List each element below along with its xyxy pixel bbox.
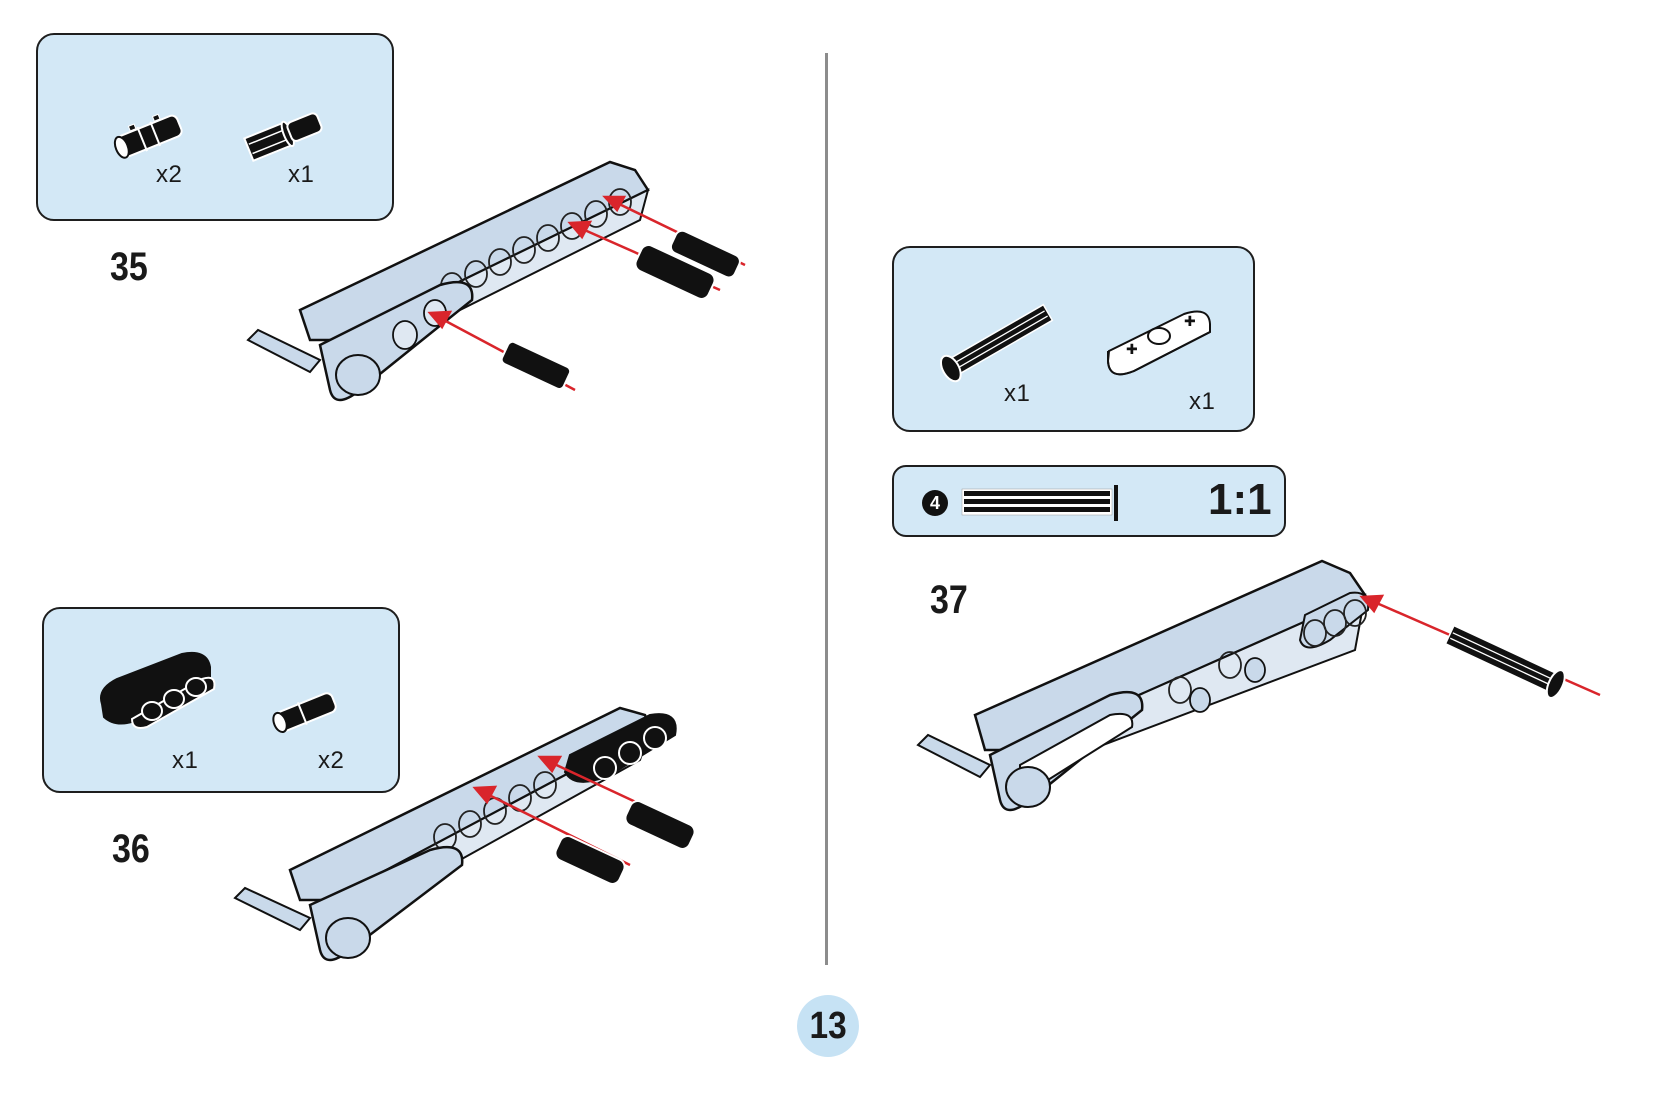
ruler-length-badge: 4 — [922, 490, 948, 516]
pin-icon — [669, 229, 741, 279]
step-36-parts-box: x1 x2 — [42, 607, 400, 793]
double-pin-icon — [113, 113, 183, 159]
beam-3-icon — [100, 651, 216, 729]
step-35-parts-box: x2 x1 — [36, 33, 394, 221]
insert-arrow-icon — [1359, 594, 1601, 697]
part-quantity: x2 — [156, 161, 183, 188]
long-beam-icon — [298, 160, 650, 352]
beam-3-icon — [563, 713, 677, 783]
step-37-assembly — [916, 559, 1601, 812]
svg-text:✚: ✚ — [1126, 341, 1138, 357]
page-divider — [825, 53, 828, 965]
step-number: 35 — [110, 245, 148, 289]
page-number: 13 — [809, 1004, 847, 1047]
step-36-assembly — [233, 706, 696, 962]
part-quantity: x1 — [288, 161, 315, 188]
part-quantity: x2 — [318, 747, 345, 774]
short-beam-icon — [988, 690, 1144, 812]
long-beam-icon — [288, 706, 652, 912]
pin-icon — [624, 800, 696, 850]
svg-text:✚: ✚ — [1184, 313, 1196, 329]
page-number-badge: 13 — [797, 995, 859, 1057]
pin-icon — [554, 835, 626, 885]
axle-silhouette-icon — [961, 485, 1118, 521]
axle-pin-icon — [500, 340, 572, 391]
part-quantity: x1 — [1004, 380, 1031, 407]
short-beam-icon — [308, 845, 464, 962]
thin-beam-icon: ✚ ✚ — [1106, 310, 1211, 376]
axle-stop-icon — [1444, 624, 1566, 700]
part-quantity: x1 — [172, 747, 199, 774]
axle-pin-icon — [243, 112, 323, 163]
ruler-scale: 1:1 — [1208, 475, 1272, 524]
step-37-parts-box: x1 ✚ ✚ x1 — [892, 246, 1255, 432]
axle-stop-icon — [939, 303, 1054, 383]
pin-icon — [272, 692, 337, 734]
axle-icon — [246, 328, 322, 374]
length-ruler: 4 1:1 — [892, 465, 1286, 537]
step-number: 36 — [112, 827, 150, 871]
part-quantity: x1 — [1189, 388, 1216, 415]
pin-icon — [634, 244, 716, 300]
step-35-assembly — [246, 160, 746, 402]
step-number: 37 — [930, 578, 968, 622]
